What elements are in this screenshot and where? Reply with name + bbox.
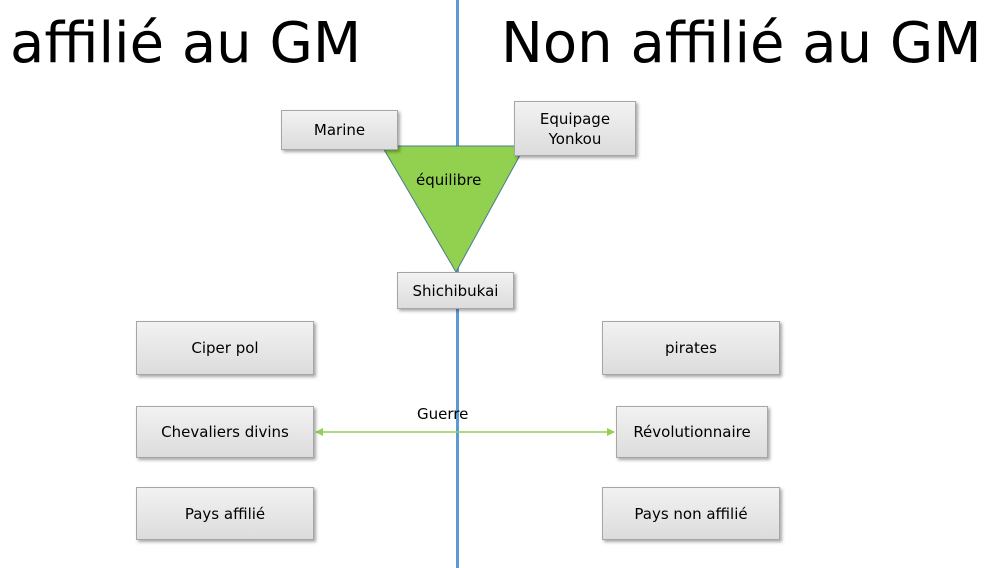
node-equipage-yonkou: Equipage Yonkou: [514, 101, 636, 156]
heading-not-affiliated: Non affilié au GM: [501, 11, 982, 76]
node-ciper-pol: Ciper pol: [136, 321, 314, 375]
equilibrium-triangle: [381, 145, 526, 274]
node-chevaliers-divins: Chevaliers divins: [136, 406, 314, 458]
node-pirates: pirates: [602, 321, 780, 375]
node-pays-non-affilie: Pays non affilié: [602, 487, 780, 540]
node-pays-affilie: Pays affilié: [136, 487, 314, 540]
war-label: Guerre: [417, 405, 469, 423]
node-marine: Marine: [281, 110, 398, 150]
heading-affiliated: affilié au GM: [10, 11, 362, 76]
node-revolutionnaire: Révolutionnaire: [616, 406, 768, 458]
equilibrium-label: équilibre: [416, 171, 482, 189]
node-shichibukai: Shichibukai: [397, 272, 514, 309]
